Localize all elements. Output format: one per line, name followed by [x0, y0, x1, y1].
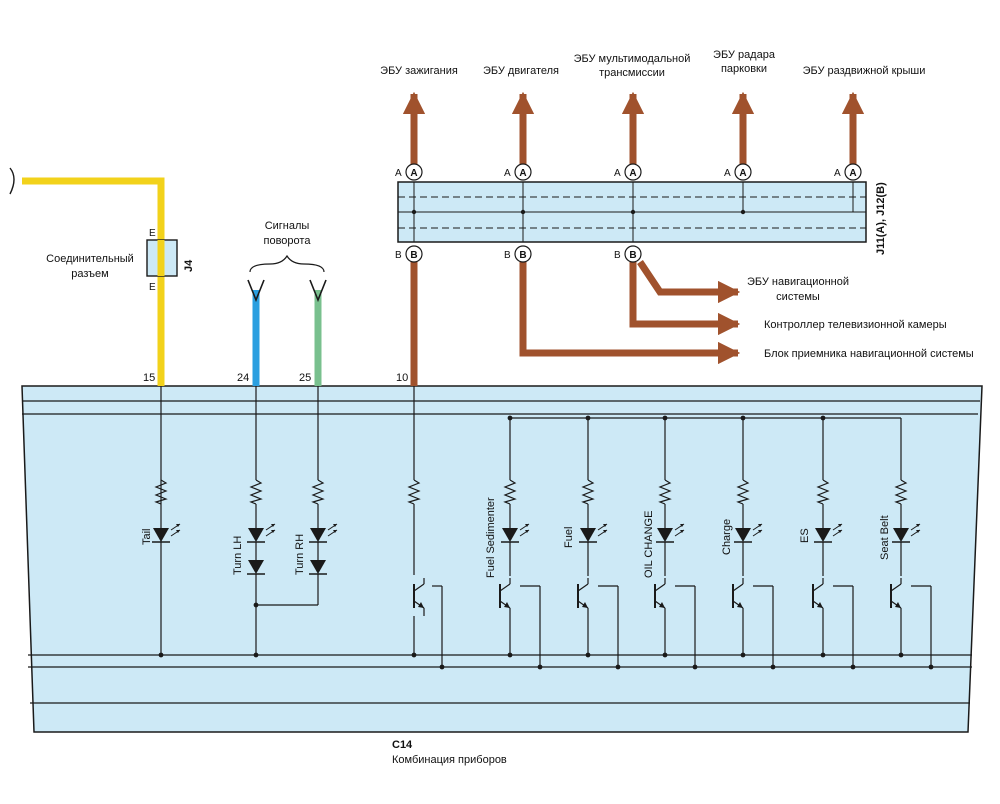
nav-receiver-label: Блок приемника навигационной системы	[764, 348, 974, 360]
pin-a-ignition: A	[405, 163, 423, 181]
svg-text:A: A	[849, 168, 856, 179]
combination-meter-panel	[21, 385, 983, 733]
pin-b-camera: B	[624, 245, 642, 263]
indicator-es-label: ES	[799, 528, 811, 543]
side-letter-b-1: B	[395, 250, 402, 261]
svg-text:A: A	[519, 168, 526, 179]
indicator-turn-rh-label: Turn RH	[294, 534, 306, 575]
turn-signals-title-1: Сигналы	[265, 220, 310, 232]
wire-to-navigation-ecu	[637, 260, 741, 304]
meter-name: Комбинация приборов	[392, 754, 507, 766]
side-letter-b-3: B	[614, 250, 621, 261]
svg-text:A: A	[629, 168, 636, 179]
wire-to-tv-camera	[629, 262, 741, 336]
navigation-ecu-label-1: ЭБУ навигационной	[747, 276, 849, 288]
ecu-parking-radar-label-2: парковки	[721, 63, 767, 75]
turn-signal-wires	[247, 254, 327, 386]
ecu-engine-label: ЭБУ двигателя	[483, 65, 559, 77]
indicator-oil-change-label: OIL CHANGE	[643, 511, 655, 578]
internal-circuits	[152, 386, 934, 670]
indicator-fuel-sedimenter-label: Fuel Sedimenter	[485, 497, 497, 578]
junction-connector-j4: E E J4	[146, 228, 195, 293]
turn-signals-title-2: поворота	[264, 235, 312, 247]
indicator-turn-lh-label: Turn LH	[232, 536, 244, 575]
side-letter-a-4: A	[724, 168, 731, 179]
navigation-ecu-label-2: системы	[776, 291, 820, 303]
junction-title-2: разъем	[71, 268, 108, 280]
svg-text:B: B	[519, 250, 526, 261]
ecu-ignition-label: ЭБУ зажигания	[380, 65, 458, 77]
indicator-charge-label: Charge	[721, 519, 733, 555]
bus-pins: A A A A A B B B	[405, 163, 862, 263]
pin-b-meter: B	[405, 245, 423, 263]
j4-pin-bottom: E	[149, 282, 156, 293]
indicator-fuel-label: Fuel	[563, 527, 575, 548]
side-letter-a-3: A	[614, 168, 621, 179]
meter-code: C14	[392, 739, 413, 751]
side-letter-a-2: A	[504, 168, 511, 179]
j4-pin-top: E	[149, 228, 156, 239]
meter-pin-15: 15	[143, 372, 155, 384]
ecu-transmission-label-1: ЭБУ мультимодальной	[574, 53, 691, 65]
yellow-wire	[9, 167, 165, 386]
meter-pin-10: 10	[396, 372, 408, 384]
meter-pin-24: 24	[237, 372, 249, 384]
svg-text:A: A	[739, 168, 746, 179]
indicator-tail-label: Tail	[141, 528, 153, 545]
svg-text:B: B	[629, 250, 636, 261]
svg-text:A: A	[410, 168, 417, 179]
bus-connector-j11-j12	[397, 181, 867, 243]
pin-b-nav-receiver: B	[514, 245, 532, 263]
ecu-parking-radar-label-1: ЭБУ радара	[713, 49, 776, 61]
meter-pin-25: 25	[299, 372, 311, 384]
indicator-seat-belt-label: Seat Belt	[879, 515, 891, 560]
svg-text:B: B	[410, 250, 417, 261]
pin-a-parking-radar: A	[734, 163, 752, 181]
side-letter-b-2: B	[504, 250, 511, 261]
j4-code: J4	[183, 259, 195, 272]
pin-a-sunroof: A	[844, 163, 862, 181]
ecu-wires	[402, 91, 865, 386]
side-letter-a-1: A	[395, 168, 402, 179]
pin-a-engine: A	[514, 163, 532, 181]
bus-connector-label: J11(A), J12(B)	[875, 182, 887, 255]
junction-title-1: Соединительный	[46, 253, 134, 265]
side-letter-a-5: A	[834, 168, 841, 179]
ecu-sunroof-label: ЭБУ раздвижной крыши	[803, 65, 926, 77]
wire-to-nav-receiver	[519, 262, 741, 365]
ecu-transmission-label-2: трансмиссии	[599, 67, 665, 79]
tv-camera-label: Контроллер телевизионной камеры	[764, 319, 947, 331]
pin-a-transmission: A	[624, 163, 642, 181]
